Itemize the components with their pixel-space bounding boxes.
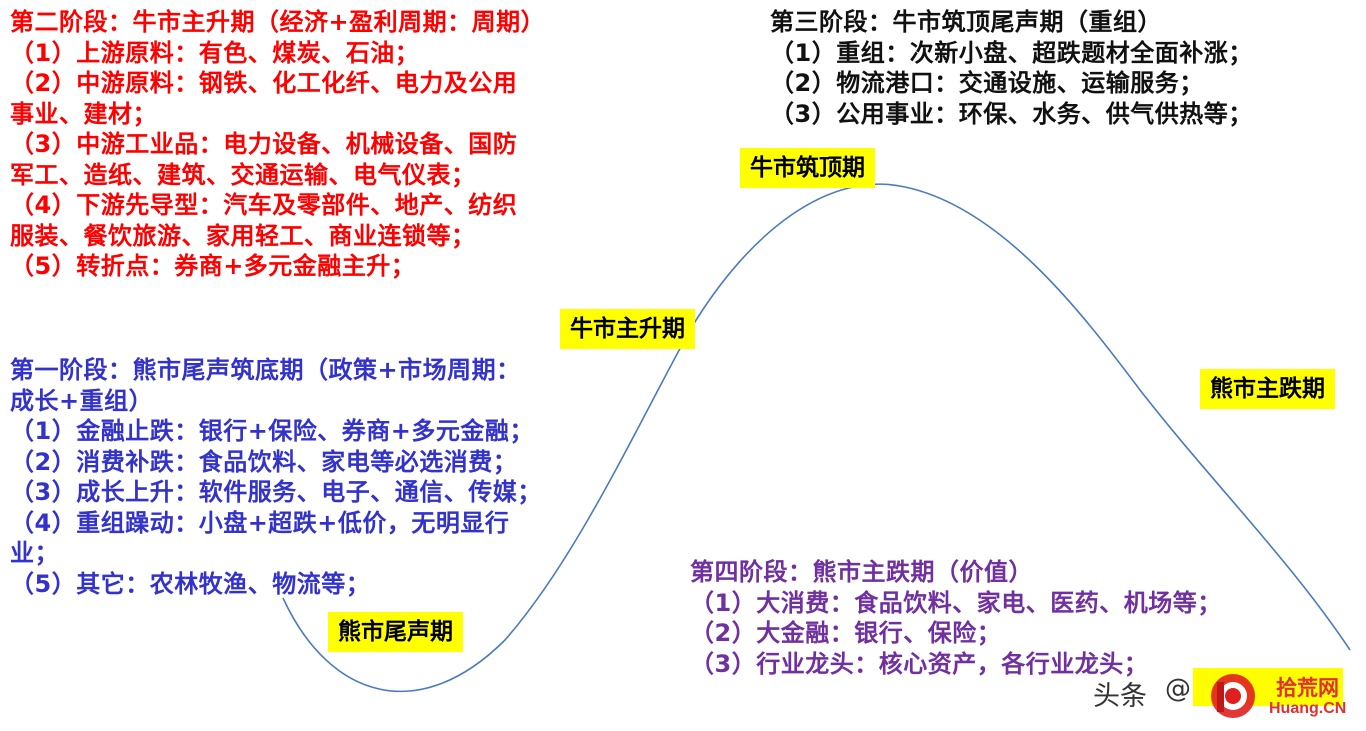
stage3-title: 第三阶段：牛市筑顶尾声期（重组） (770, 8, 1162, 36)
stage1-line: （2）消费补跌：食品饮料、家电等必选消费； (10, 447, 518, 476)
stage2-title: 第二阶段：牛市主升期（经济+盈利周期：周期） (10, 8, 546, 36)
stage3-block: 第三阶段：牛市筑顶尾声期（重组） （1）重组：次新小盘、超跌题材全面补涨； （2… (770, 7, 1253, 129)
watermark-toutiao: 头条 (1093, 681, 1147, 712)
phase-label-rising: 牛市主升期 (560, 309, 695, 349)
stage4-line: （1）大消费：食品饮料、家电、医药、机场等； (690, 588, 1222, 617)
stage2-line: 服装、餐饮旅游、家用轻工、商业连锁等； (10, 221, 476, 250)
stage4-line: （3）行业龙头：核心资产，各行业龙头； (690, 649, 1149, 678)
watermark-brand: 拾荒网 (1276, 676, 1339, 700)
stage3-line: （3）公用事业：环保、水务、供气供热等； (770, 99, 1253, 128)
stage2-block: 第二阶段：牛市主升期（经济+盈利周期：周期） （1）上游原料：有色、煤炭、石油；… (10, 7, 545, 282)
stage2-line: （4）下游先导型：汽车及零部件、地产、纺织 (10, 191, 518, 219)
stage1-line: 成长+重组） (10, 386, 154, 415)
stage1-line: （1）金融止跌：银行+保险、券商+多元金融； (10, 417, 534, 445)
watermark-logo-icon (1211, 674, 1255, 718)
stage2-line: （2）中游原料：钢铁、化工化纤、电力及公用 (10, 69, 518, 97)
stage4-block: 第四阶段：熊市主跌期（价值） （1）大消费：食品饮料、家电、医药、机场等； （2… (690, 557, 1222, 679)
stage2-line: （1）上游原料：有色、煤炭、石油； (10, 38, 420, 67)
phase-label-top: 牛市筑顶期 (740, 148, 875, 188)
stage1-line: （5）其它：农林牧渔、物流等； (10, 569, 371, 598)
cycle-curve-line (282, 183, 1351, 693)
stage1-line: （4）重组躁动：小盘+超跌+低价，无明显行 (10, 508, 510, 537)
stage1-block: 第一阶段：熊市尾声筑底期（政策+市场周期： 成长+重组） （1）金融止跌：银行+… (10, 355, 542, 599)
stage1-line: 业； (10, 539, 59, 567)
stage2-line: 事业、建材； (10, 99, 157, 128)
phase-label-falling: 熊市主跌期 (1200, 369, 1335, 409)
stage4-title: 第四阶段：熊市主跌期（价值） (690, 558, 1033, 586)
watermark: 头条 @ 拾荒网 Huang.CN (1093, 672, 1363, 722)
phase-label-bottom: 熊市尾声期 (328, 612, 463, 652)
watermark-at: @ (1165, 674, 1191, 704)
stage4-line: （2）大金融：银行、保险； (690, 619, 1002, 647)
stage1-title: 第一阶段：熊市尾声筑底期（政策+市场周期： (10, 356, 521, 384)
stage1-line: （3）成长上升：软件服务、电子、通信、传媒； (10, 478, 542, 506)
stage3-line: （1）重组：次新小盘、超跌题材全面补涨； (770, 38, 1253, 67)
stage2-line: （5）转折点：券商+多元金融主升； (10, 252, 416, 280)
watermark-domain: Huang.CN (1269, 700, 1347, 717)
stage2-line: 军工、造纸、建筑、交通运输、电气仪表； (10, 160, 476, 189)
stage2-line: （3）中游工业品：电力设备、机械设备、国防 (10, 130, 518, 158)
stage3-line: （2）物流港口：交通设施、运输服务； (770, 69, 1204, 97)
